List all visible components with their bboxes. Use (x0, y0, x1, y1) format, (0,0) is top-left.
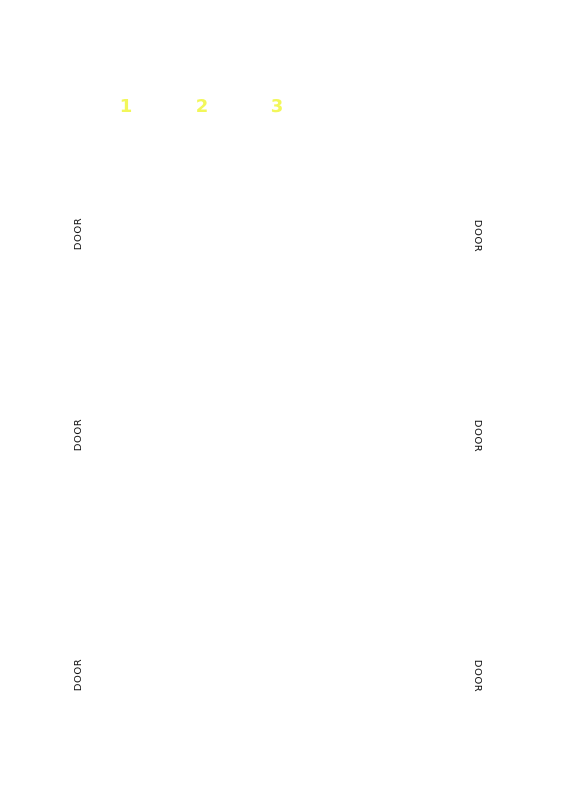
position-number-2: 2 (195, 96, 209, 117)
door-label-left-top: DOOR (73, 217, 84, 251)
position-number-3: 3 (270, 96, 284, 117)
position-number-1: 1 (119, 96, 133, 117)
door-label-right-middle: DOOR (472, 419, 483, 453)
door-label-left-middle: DOOR (73, 418, 84, 452)
door-label-left-bottom: DOOR (73, 658, 84, 692)
door-label-right-top: DOOR (472, 219, 483, 253)
door-label-right-bottom: DOOR (472, 659, 483, 693)
